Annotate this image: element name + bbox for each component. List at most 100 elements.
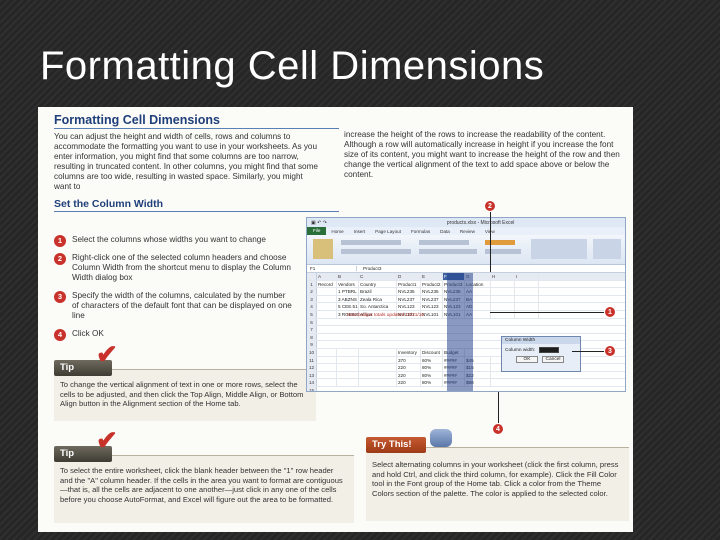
tab-view[interactable]: View — [480, 229, 500, 234]
tip-label: Tip — [54, 360, 112, 376]
step-text: Right-click one of the selected column h… — [72, 253, 291, 282]
table-cell[interactable]: 80% — [421, 379, 443, 386]
tab-home[interactable]: Home — [331, 228, 344, 234]
paste-icon[interactable] — [313, 239, 333, 259]
step-1: 1 Select the columns whose widths you wan… — [54, 235, 294, 247]
table-cell[interactable]: 5 CEE.51 — [338, 303, 359, 310]
table-cell[interactable]: 80% — [421, 364, 443, 371]
callout-line — [490, 312, 606, 313]
intro-left-column: Formatting Cell Dimensions You can adjus… — [54, 113, 339, 212]
step-4: 4 Click OK — [54, 329, 294, 341]
table-cell[interactable]: 370 — [397, 356, 421, 364]
try-this-text: Select alternating columns in your works… — [372, 460, 619, 498]
table-cell[interactable]: Product1 — [397, 280, 421, 288]
tip-text: To select the entire worksheet, click th… — [60, 466, 343, 504]
table-cell[interactable]: Discount — [421, 348, 443, 356]
table-cell[interactable]: NVL123 — [421, 303, 443, 310]
table-cell[interactable]: NVL123 — [397, 303, 421, 310]
table-cell[interactable]: 1 PTBRL — [337, 288, 359, 295]
table-cell[interactable]: 60% — [421, 356, 443, 364]
column-header[interactable]: A — [317, 273, 337, 280]
font-controls[interactable] — [341, 240, 401, 245]
column-header[interactable]: C — [359, 273, 397, 280]
table-cell[interactable]: Zeala Rica — [359, 295, 397, 303]
table-row: 15 — [307, 386, 625, 391]
callout-2-badge: 2 — [484, 200, 496, 212]
table-cell[interactable]: Vendors — [337, 280, 359, 288]
formula-input[interactable]: Product3 — [363, 266, 382, 271]
callout-line — [498, 392, 499, 428]
name-box[interactable]: F1 — [307, 266, 357, 271]
step-text: Select the columns whose widths you want… — [72, 235, 266, 244]
dialog-field-row: Column width: — [502, 344, 580, 356]
column-header[interactable]: I — [515, 273, 539, 280]
tab-page-layout[interactable]: Page Layout — [375, 228, 401, 234]
step-number: 4 — [54, 329, 66, 341]
ribbon — [307, 235, 625, 265]
table-cell[interactable]: NVL237 — [421, 295, 443, 303]
try-this-label: Try This! — [366, 437, 426, 453]
tab-data[interactable]: Data — [440, 228, 450, 234]
table-cell[interactable]: NVL235 — [421, 288, 443, 295]
alignment-controls-2[interactable] — [419, 249, 477, 254]
table-cell[interactable]: NVL101 — [421, 310, 443, 318]
intro-right-text: increase the height of the rows to incre… — [344, 130, 620, 179]
table-cell[interactable]: 220 — [397, 364, 421, 371]
alignment-controls[interactable] — [419, 240, 469, 245]
select-all-button[interactable] — [307, 273, 317, 280]
step-text: Click OK — [72, 329, 104, 338]
table-cell[interactable]: Country — [359, 280, 397, 288]
budget-note: New budget totals updated 10/21/10 — [347, 313, 425, 318]
font-format-controls[interactable] — [341, 249, 411, 254]
checkmark-icon: ✔ — [96, 339, 118, 369]
column-width-label: Column width: — [505, 347, 536, 353]
column-header[interactable]: E — [421, 273, 443, 280]
tip-label: Tip — [54, 446, 112, 462]
table-cell[interactable]: Product2 — [421, 280, 443, 288]
cancel-button[interactable]: Cancel — [542, 356, 564, 363]
tip-box-2: Tip To select the entire worksheet, clic… — [54, 446, 354, 523]
conditional-formatting-button[interactable] — [593, 239, 621, 259]
section-heading: Set the Column Width — [54, 198, 339, 212]
column-header[interactable]: D — [397, 273, 421, 280]
number-controls[interactable] — [485, 249, 521, 254]
tip-box-1: Tip To change the vertical alignment of … — [54, 360, 316, 421]
column-header[interactable]: H — [491, 273, 515, 280]
try-this-box: Select alternating columns in your works… — [366, 447, 629, 521]
tab-review[interactable]: Review — [459, 228, 475, 234]
tab-formulas[interactable]: Formulas — [410, 228, 431, 234]
callout-line — [490, 212, 491, 272]
slide-title: Formatting Cell Dimensions — [40, 44, 545, 88]
callout-line — [572, 351, 606, 352]
table-cell[interactable]: So. Antarctica — [359, 303, 397, 310]
number-format-control[interactable] — [485, 240, 515, 245]
table-cell[interactable]: Inventory — [397, 348, 421, 356]
ok-button[interactable]: OK — [516, 356, 538, 363]
table-cell[interactable]: Location — [465, 280, 491, 288]
table-cell[interactable]: NVL235 — [397, 288, 421, 295]
table-cell[interactable]: NVL101 — [397, 310, 421, 318]
callout-4-badge: 4 — [492, 423, 504, 435]
column-header[interactable]: B — [337, 273, 359, 280]
table-cell[interactable]: 3 RGE800 — [338, 310, 359, 318]
callout-1-badge: 1 — [604, 306, 616, 318]
table-cell[interactable]: 220 — [397, 379, 421, 386]
table-cell[interactable]: Record — [317, 280, 337, 288]
hand-pointer-icon — [430, 429, 452, 447]
step-number: 1 — [54, 235, 66, 247]
table-cell[interactable]: NVL237 — [397, 295, 421, 303]
tab-file[interactable]: File — [307, 227, 327, 235]
tab-insert[interactable]: Insert — [353, 228, 366, 234]
table-cell[interactable]: Africa — [359, 310, 397, 318]
table-cell[interactable]: 3 ABZNS — [337, 295, 359, 303]
book-page: Formatting Cell Dimensions You can adjus… — [38, 107, 633, 532]
styles-gallery[interactable] — [531, 239, 587, 259]
callout-3-badge: 3 — [604, 345, 616, 357]
table-cell[interactable]: 220 — [397, 371, 421, 379]
heading-rule — [54, 128, 339, 129]
table-cell[interactable]: 80% — [421, 371, 443, 379]
column-width-dialog: Column Width Column width: OK Cancel — [501, 336, 581, 372]
step-number: 3 — [54, 291, 66, 303]
column-width-input[interactable] — [539, 347, 560, 353]
table-cell[interactable]: Brazil — [359, 288, 397, 295]
